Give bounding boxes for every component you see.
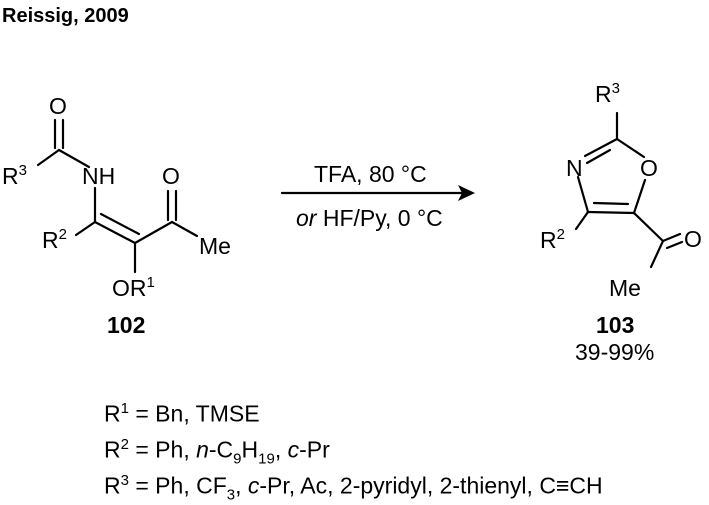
compound-number-103: 103 — [596, 312, 634, 338]
bond-o-c5 — [632, 178, 647, 215]
product-atom-o-ring: O — [640, 155, 658, 181]
atom-r2: R2 — [42, 226, 67, 253]
bond-c4-r2 — [574, 210, 590, 231]
bond-ketone-me — [170, 220, 199, 238]
bond-c2-o — [615, 137, 646, 159]
bond-acyl-o-b — [665, 240, 684, 250]
bond-c5-acyl — [632, 211, 665, 243]
atom-nh: NH — [82, 163, 115, 189]
bond-amide-c-r3 — [36, 148, 61, 167]
bond-c2-n-a — [583, 137, 619, 158]
bond-c-r2 — [74, 220, 97, 237]
bond-amide-c-n — [57, 148, 91, 169]
product-atom-n: N — [566, 155, 583, 181]
arrow-head — [458, 185, 475, 201]
bond-acyl-me — [649, 239, 665, 269]
bond-alkene-b — [99, 212, 141, 236]
bond-c2-n-b — [585, 148, 612, 165]
bond-n-c4 — [576, 175, 590, 214]
conditions-line-1: TFA, 80 °C — [314, 161, 427, 187]
compound-number-102: 102 — [107, 312, 145, 338]
atom-me: Me — [199, 233, 231, 259]
atom-ketone-o: O — [162, 163, 180, 189]
legend-r2: R2 = Ph, n-C9H19, c-Pr — [104, 436, 330, 468]
atom-carbonyl-o: O — [49, 93, 67, 119]
product-atom-r3: R3 — [595, 80, 620, 107]
triple-bond-symbol: ≡ — [555, 472, 570, 499]
scheme-title: Reissig, 2009 — [2, 5, 129, 27]
reactant-102-structure: O R3 NH R2 O Me OR1 — [2, 93, 231, 301]
bond-alkene-a — [93, 220, 137, 245]
legend-r1: R1 = Bn, TMSE — [104, 400, 260, 427]
product-atom-ketone-o: O — [684, 226, 702, 252]
conditions-line-2: or HF/Py, 0 °C — [296, 205, 443, 231]
bond-c4-c5-a — [586, 210, 636, 215]
bond-acyl-o-a — [661, 232, 682, 243]
product-103-structure: R3 N O R2 O Me — [540, 80, 702, 301]
product-yield: 39-99% — [575, 339, 654, 365]
product-atom-me: Me — [609, 275, 641, 301]
product-atom-r2: R2 — [540, 226, 565, 253]
bond-c-ketone — [133, 220, 174, 245]
legend-r3: R3 = Ph, CF3, c-Pr, Ac, 2-pyridyl, 2-thi… — [104, 472, 603, 504]
bond-c4-c5-b — [592, 201, 630, 206]
reaction-arrow — [280, 185, 475, 201]
atom-or1: OR1 — [112, 274, 155, 301]
atom-r3: R3 — [2, 162, 27, 189]
